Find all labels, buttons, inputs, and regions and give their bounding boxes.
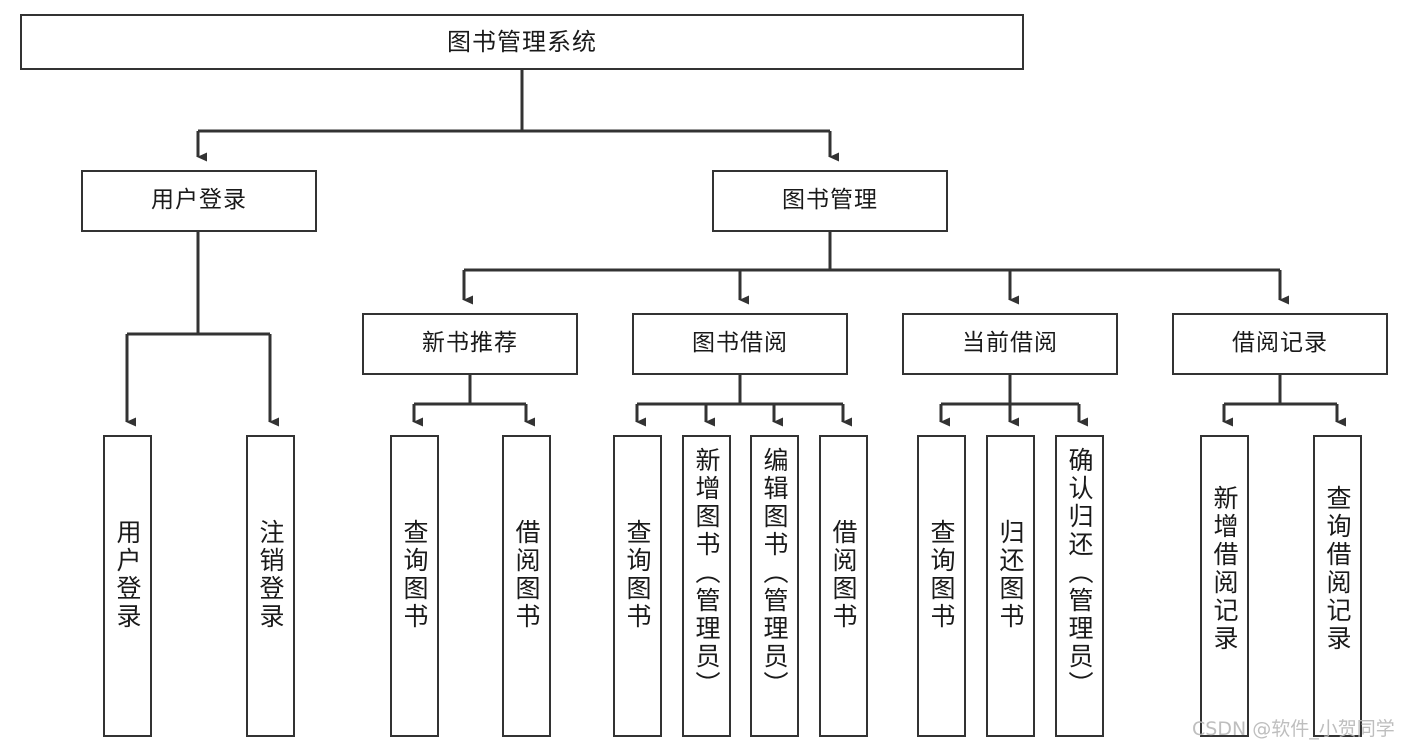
node-label: 确认归还（管理员）: [1065, 447, 1094, 699]
node-book-manage[interactable]: 图书管理: [712, 170, 948, 232]
node-root-system[interactable]: 图书管理系统: [20, 14, 1024, 70]
node-leaf-borrow-book-1[interactable]: 借阅图书: [502, 435, 551, 737]
node-leaf-query-book-1[interactable]: 查询图书: [390, 435, 439, 737]
node-label: 编辑图书（管理员）: [760, 447, 789, 699]
node-label: 图书管理系统: [447, 27, 597, 56]
node-leaf-query-book-3[interactable]: 查询图书: [917, 435, 966, 737]
node-leaf-add-book[interactable]: 新增图书（管理员）: [682, 435, 731, 737]
node-label: 图书借阅: [692, 330, 788, 357]
node-label: 新增图书（管理员）: [692, 447, 721, 699]
node-label: 图书管理: [782, 187, 878, 214]
node-leaf-confirm-return[interactable]: 确认归还（管理员）: [1055, 435, 1104, 737]
node-label: 用户登录: [151, 187, 247, 214]
node-label: 归还图书: [996, 519, 1025, 631]
node-label: 查询借阅记录: [1323, 485, 1352, 653]
node-leaf-query-book-2[interactable]: 查询图书: [613, 435, 662, 737]
node-label: 借阅图书: [512, 519, 541, 631]
node-leaf-borrow-book-2[interactable]: 借阅图书: [819, 435, 868, 737]
node-label: 借阅图书: [829, 519, 858, 631]
node-label: 用户登录: [113, 519, 142, 631]
node-leaf-edit-book[interactable]: 编辑图书（管理员）: [750, 435, 799, 737]
node-leaf-return-book[interactable]: 归还图书: [986, 435, 1035, 737]
node-label: 查询图书: [623, 519, 652, 631]
node-current-borrow[interactable]: 当前借阅: [902, 313, 1118, 375]
node-user-login[interactable]: 用户登录: [81, 170, 317, 232]
node-leaf-user-login[interactable]: 用户登录: [103, 435, 152, 737]
node-new-book-recommend[interactable]: 新书推荐: [362, 313, 578, 375]
csdn-watermark: CSDN @软件_小贺同学: [1192, 718, 1395, 740]
node-label: 查询图书: [400, 519, 429, 631]
node-label: 新书推荐: [422, 330, 518, 357]
node-leaf-logout-login[interactable]: 注销登录: [246, 435, 295, 737]
node-leaf-add-record[interactable]: 新增借阅记录: [1200, 435, 1249, 737]
node-label: 新增借阅记录: [1210, 485, 1239, 653]
node-book-borrow[interactable]: 图书借阅: [632, 313, 848, 375]
node-leaf-query-record[interactable]: 查询借阅记录: [1313, 435, 1362, 737]
node-label: 查询图书: [927, 519, 956, 631]
node-label: 当前借阅: [962, 330, 1058, 357]
node-borrow-record[interactable]: 借阅记录: [1172, 313, 1388, 375]
node-label: 借阅记录: [1232, 330, 1328, 357]
node-label: 注销登录: [256, 519, 285, 631]
